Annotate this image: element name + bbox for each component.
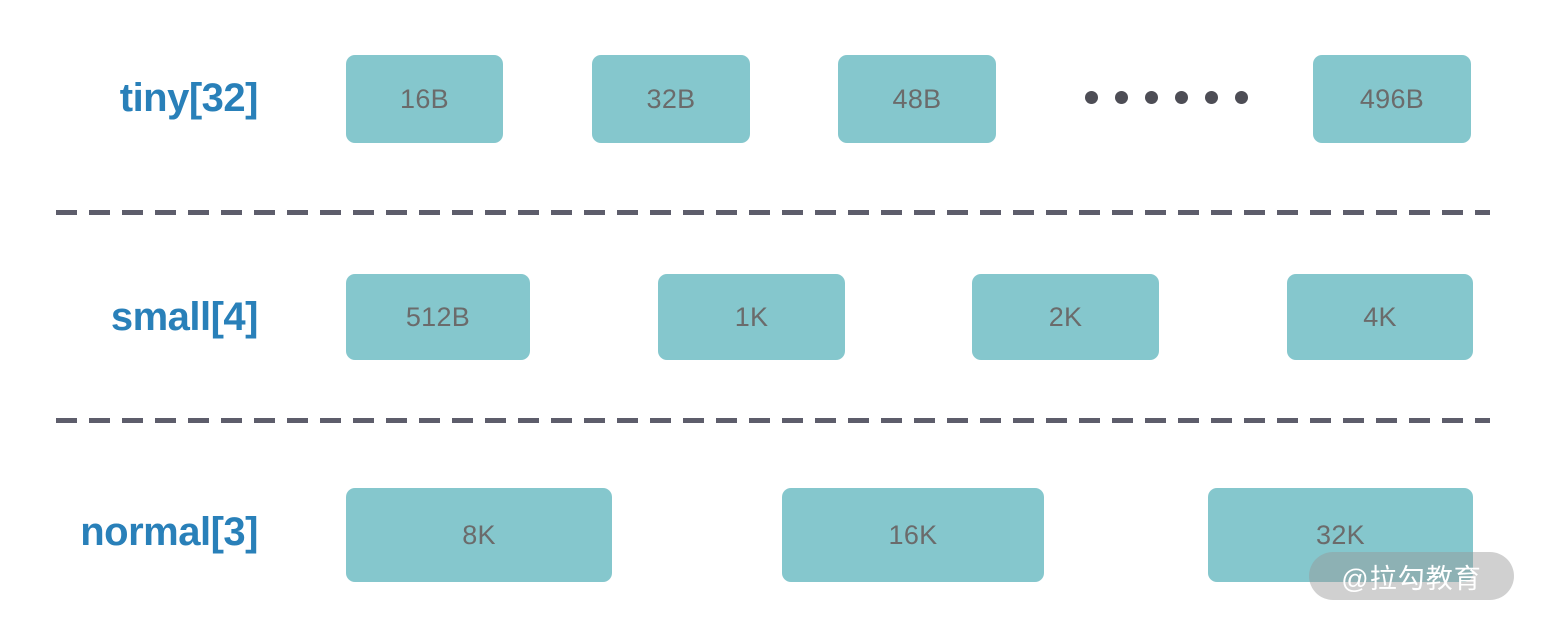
watermark-label: @拉勾教育: [1341, 563, 1482, 594]
ellipsis-dot: [1085, 91, 1098, 104]
memory-block-2k: 2K: [972, 274, 1159, 360]
memory-block-label: 16K: [888, 519, 938, 550]
memory-block-8k: 8K: [346, 488, 612, 582]
ellipsis-dot: [1115, 91, 1128, 104]
divider-small-normal: [56, 418, 1490, 423]
memory-block-label: 2K: [1048, 301, 1083, 332]
memory-block-32b: 32B: [592, 55, 750, 143]
memory-block-label: 4K: [1363, 301, 1397, 332]
ellipsis-icon: [1085, 91, 1248, 104]
memory-block-512b: 512B: [346, 274, 530, 360]
ellipsis-dot: [1235, 91, 1248, 104]
divider-tiny-small: [56, 210, 1490, 215]
row-label-tiny: tiny[32]: [119, 76, 259, 120]
row-label-small: small[4]: [110, 295, 259, 339]
watermark: @拉勾教育: [1309, 552, 1514, 600]
memory-block-label: 32B: [646, 83, 696, 114]
memory-block-48b: 48B: [838, 55, 996, 143]
memory-block-4k: 4K: [1287, 274, 1473, 360]
memory-block-label: 512B: [405, 301, 471, 332]
memory-block-label: 8K: [462, 519, 496, 550]
memory-block-label: 32K: [1316, 519, 1365, 550]
ellipsis-dot: [1175, 91, 1188, 104]
memory-block-label: 16B: [400, 83, 449, 114]
memory-block-label: 1K: [734, 301, 769, 332]
memory-block-16k: 16K: [782, 488, 1044, 582]
memory-block-496b: 496B: [1313, 55, 1471, 143]
memory-block-16b: 16B: [346, 55, 503, 143]
memory-block-label: 496B: [1359, 83, 1425, 114]
ellipsis-dot: [1145, 91, 1158, 104]
memory-block-32k: 32K: [1208, 488, 1473, 582]
memory-block-1k: 1K: [658, 274, 845, 360]
ellipsis-dot: [1205, 91, 1218, 104]
row-label-normal: normal[3]: [80, 510, 258, 554]
memory-block-label: 48B: [892, 83, 942, 114]
